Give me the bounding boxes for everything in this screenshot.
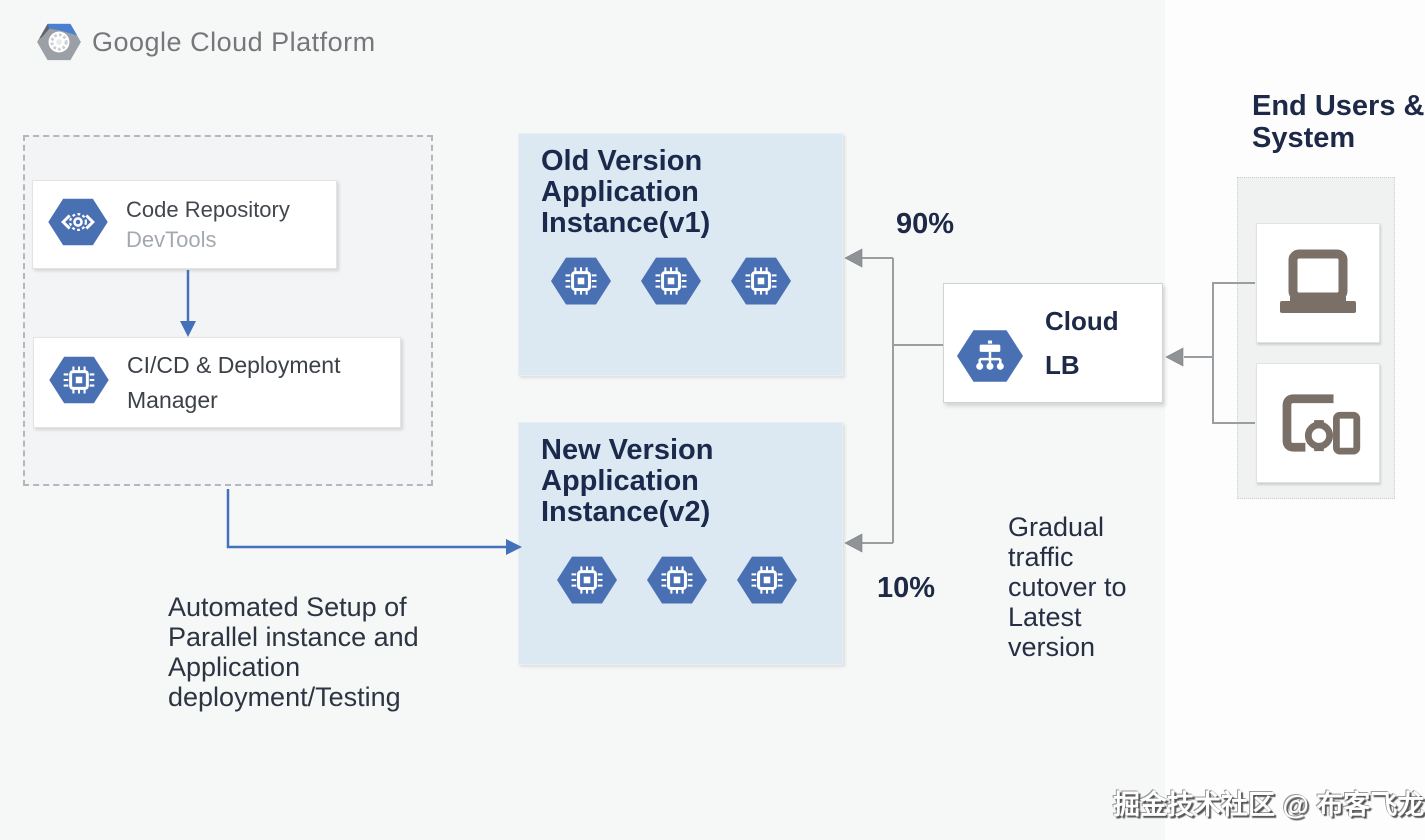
gradual-note-line-1: Gradual [1008, 512, 1105, 542]
code-repository-hexagon-icon [48, 196, 108, 253]
new-instance-title-line-3: Instance(v2) [541, 496, 711, 528]
devices-icon [1275, 391, 1361, 455]
new-instance-title: New Version Application Instance(v2) [541, 435, 713, 528]
gradual-cutover-note: Gradual traffic cutover to Latest versio… [1008, 512, 1127, 662]
old-version-instance-box: Old Version Application Instance(v1) [518, 133, 843, 376]
compute-chip-hexagon-icon [551, 254, 611, 308]
old-instance-title-line-3: Instance(v1) [541, 207, 711, 239]
gcp-hexagon-logo-icon [36, 22, 82, 62]
code-repository-card: Code Repository DevTools [32, 180, 337, 269]
compute-chip-hexagon-icon [557, 553, 617, 607]
lb-traffic-split-lines [860, 257, 943, 544]
automated-note-line-2: Parallel instance and [168, 622, 419, 652]
gcp-logo: Google Cloud Platform [36, 22, 376, 62]
old-instance-title-line-1: Old Version [541, 145, 703, 177]
arrowhead-left-10-icon [844, 533, 863, 553]
cicd-title-line-2: Manager [127, 386, 218, 413]
laptop-device-card [1256, 223, 1380, 343]
lb-label-line-1: Cloud [1045, 306, 1119, 336]
compute-chip-hexagon-icon [731, 254, 791, 308]
mobile-devices-card [1256, 363, 1380, 483]
gradual-note-line-3: cutover to [1008, 572, 1127, 602]
gradual-note-line-4: Latest [1008, 602, 1082, 632]
old-instance-vm-icons [551, 254, 791, 308]
cicd-deployment-manager-card: CI/CD & Deployment Manager [33, 337, 401, 428]
new-instance-title-line-2: Application [541, 465, 699, 497]
lb-label-line-2: LB [1045, 350, 1080, 380]
new-instance-vm-icons [557, 553, 797, 607]
gradual-note-line-5: version [1008, 632, 1096, 662]
traffic-share-old-label: 90% [896, 208, 955, 240]
load-balancer-hexagon-icon [957, 327, 1023, 390]
cloud-lb-card: Cloud LB [943, 283, 1163, 403]
compute-chip-hexagon-icon [641, 254, 701, 308]
cicd-chip-hexagon-icon [49, 354, 109, 411]
automated-note-line-1: Automated Setup of [168, 592, 407, 622]
end-users-panel [1237, 177, 1395, 499]
cicd-title-line-1: CI/CD & Deployment [127, 351, 341, 378]
end-users-title-line-2: System [1252, 122, 1356, 154]
arrow-pipeline-to-new-instance [226, 489, 506, 549]
laptop-icon [1278, 249, 1358, 317]
new-instance-title-line-1: New Version [541, 434, 714, 466]
compute-chip-hexagon-icon [647, 553, 707, 607]
gradual-note-line-2: traffic [1008, 542, 1074, 572]
end-users-title: End Users & System [1252, 90, 1424, 154]
watermark-text: 掘金技术社区 @ 布客飞龙 [1113, 790, 1425, 820]
automated-note-line-4: deployment/Testing [168, 682, 401, 712]
code-repository-subtitle: DevTools [126, 226, 217, 252]
code-repository-title: Code Repository [126, 196, 290, 222]
gcp-logo-text: Google Cloud Platform [92, 26, 376, 57]
automated-note-line-3: Application [168, 652, 301, 682]
old-instance-title: Old Version Application Instance(v1) [541, 146, 710, 239]
old-instance-title-line-2: Application [541, 176, 699, 208]
new-version-instance-box: New Version Application Instance(v2) [518, 422, 843, 665]
compute-chip-hexagon-icon [737, 553, 797, 607]
arrowhead-left-90-icon [844, 248, 863, 268]
automated-setup-note: Automated Setup of Parallel instance and… [168, 592, 419, 712]
end-users-title-line-1: End Users & [1252, 90, 1425, 122]
traffic-share-new-label: 10% [877, 572, 936, 604]
